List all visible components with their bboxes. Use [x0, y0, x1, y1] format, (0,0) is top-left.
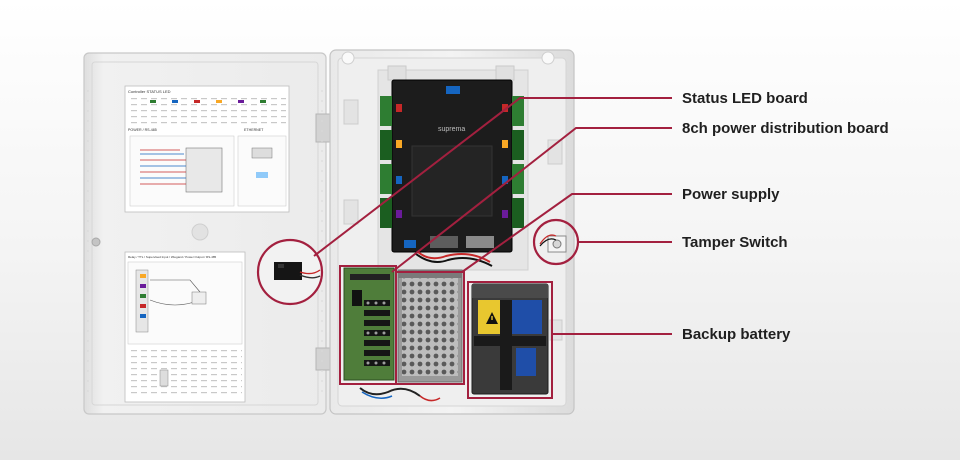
leader-power-supply: [461, 193, 672, 273]
status-led-inset: [256, 238, 324, 306]
door-wiring-label-lower: Relay / TTL / Supervised Input / Wiegand…: [124, 251, 246, 403]
warning-triangle-icon: [486, 312, 498, 324]
door-section-ethernet: ETHERNET: [244, 128, 264, 132]
callout-tamper-switch: Tamper Switch: [682, 234, 788, 251]
led-color-row: [150, 100, 266, 103]
door-section-io: Relay / TTL / Supervised Input / Wiegand…: [128, 255, 217, 259]
terminal-blocks-left: [380, 96, 402, 228]
power-supply-highlight: [395, 271, 465, 385]
leader-status-led: [313, 97, 672, 257]
door-section-power: POWER / RS-485: [128, 128, 157, 132]
callout-power-distribution-board: 8ch power distribution board: [682, 120, 889, 137]
backup-battery-unit: [471, 283, 549, 395]
backup-battery-highlight: [467, 281, 553, 399]
callout-leader-lines: [313, 97, 672, 335]
tamper-switch-unit: [539, 234, 567, 253]
bottom-cables: [359, 387, 441, 402]
controller-board: suprema: [380, 79, 524, 267]
callout-power-supply: Power supply: [682, 186, 780, 203]
power-distribution-board: [343, 267, 395, 381]
door-panel-heading: Controller STATUS LED: [128, 89, 171, 94]
callout-backup-battery: Backup battery: [682, 326, 791, 343]
brand-mark: suprema: [438, 126, 465, 133]
door-wiring-label-upper: Controller STATUS LED POWER / RS-485 ETH…: [124, 85, 290, 213]
callout-status-led-board: Status LED board: [682, 90, 808, 107]
power-supply-unit: [397, 269, 463, 383]
leader-power-distribution: [391, 127, 672, 273]
